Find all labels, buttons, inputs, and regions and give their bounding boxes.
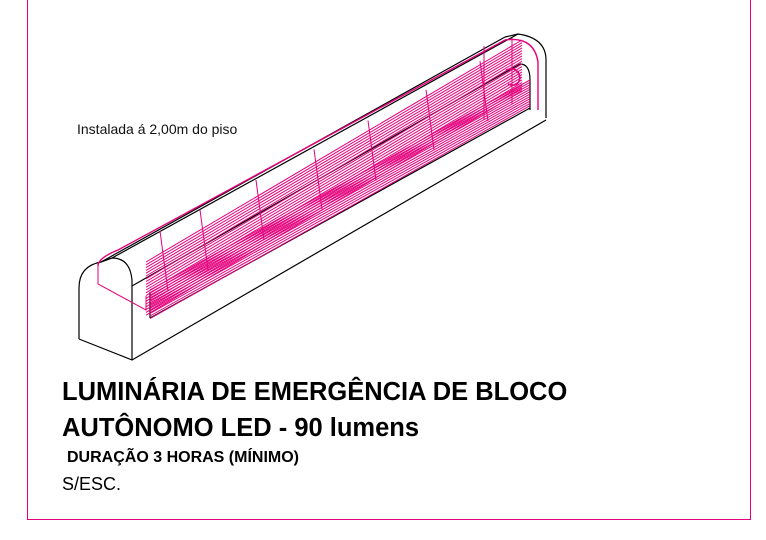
installation-note: Instalada á 2,00m do piso	[77, 121, 238, 137]
title-line-1: LUMINÁRIA DE EMERGÊNCIA DE BLOCO	[62, 378, 568, 406]
diffuser-hatch	[97, 38, 539, 320]
duration-subtitle: DURAÇÃO 3 HORAS (MÍNIMO)	[67, 449, 299, 466]
scale-label: S/ESC.	[62, 474, 122, 494]
drawing-title: LUMINÁRIA DE EMERGÊNCIA DE BLOCO AUTÔNOM…	[62, 374, 567, 446]
title-line-2: AUTÔNOMO LED - 90 lumens	[62, 414, 420, 442]
sheet-border	[27, 0, 751, 520]
